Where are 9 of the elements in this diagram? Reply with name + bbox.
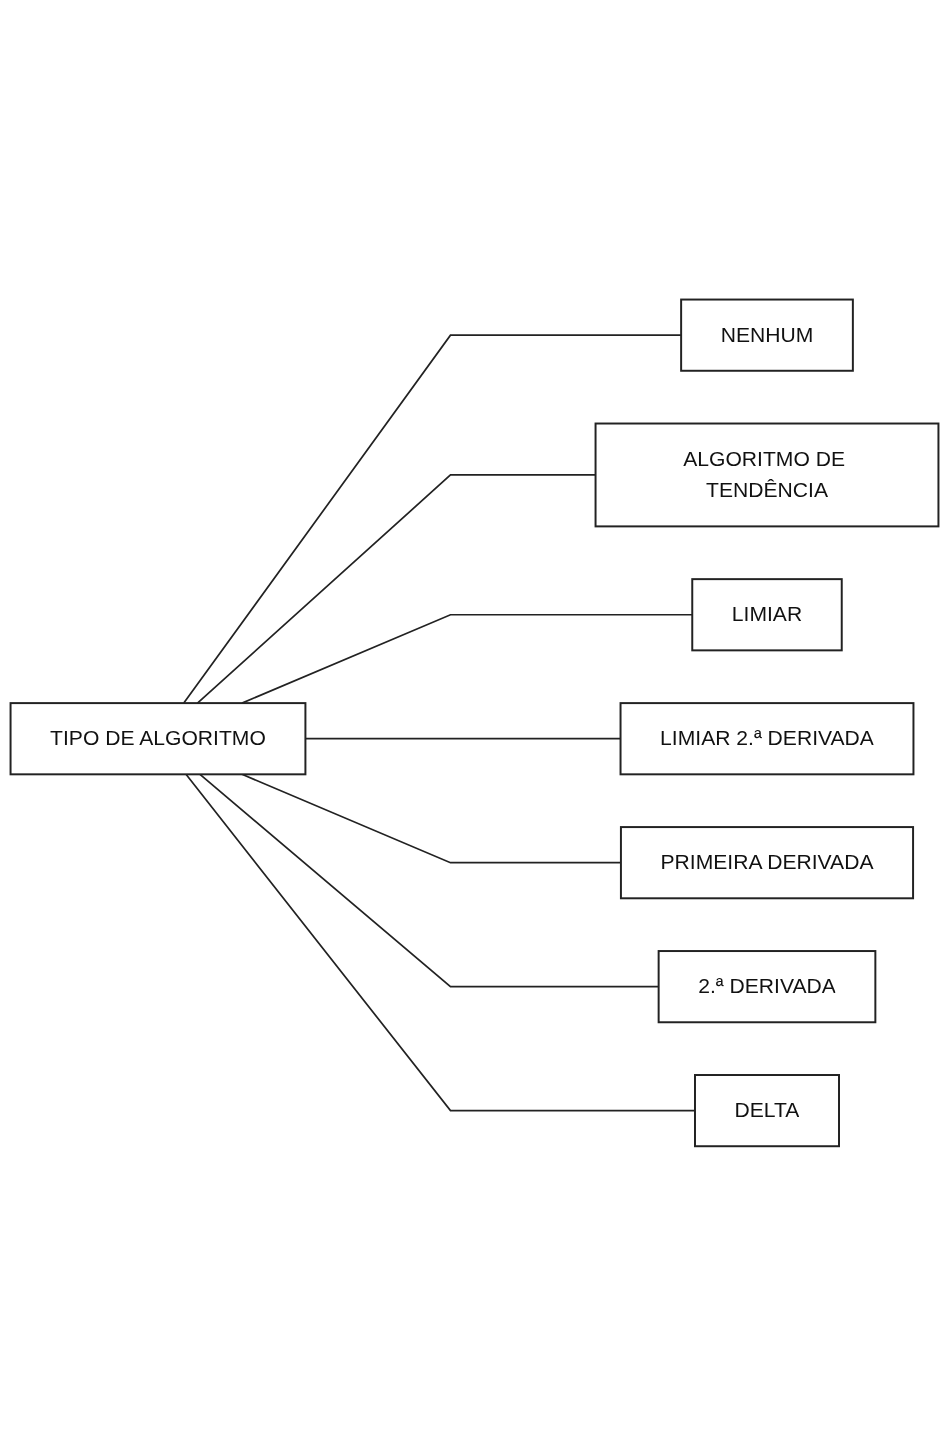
connector bbox=[182, 334, 682, 705]
node-box: 2.ª DERIVADA bbox=[657, 950, 877, 1024]
node-box: LIMIAR bbox=[691, 578, 843, 652]
node-box: TIPO DE ALGORITMO bbox=[9, 702, 307, 776]
node-box: NENHUM bbox=[680, 298, 854, 372]
node-box: LIMIAR 2.ª DERIVADA bbox=[619, 702, 915, 776]
node-box: DELTA bbox=[694, 1074, 840, 1148]
node-box: PRIMEIRA DERIVADA bbox=[619, 826, 915, 900]
node-box: ALGORITMO DE TENDÊNCIA bbox=[594, 422, 940, 528]
